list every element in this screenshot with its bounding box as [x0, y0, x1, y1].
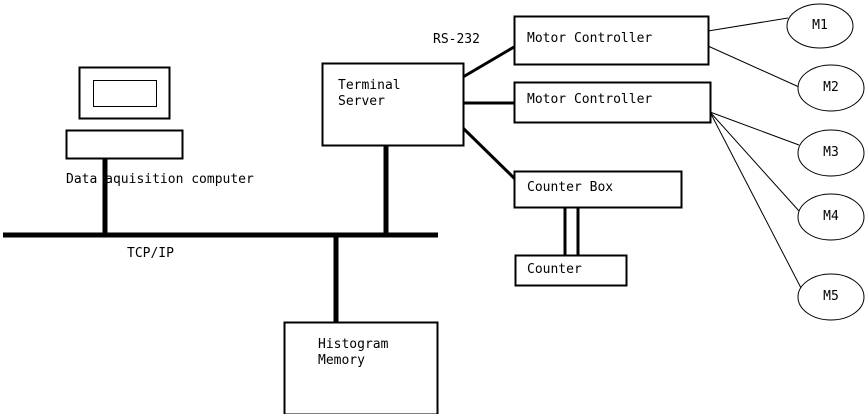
- motor-m2-ellipse: [797, 64, 865, 112]
- motor-controller-1-box: [513, 15, 710, 66]
- controller2-to-m3: [709, 111, 800, 146]
- motor-m3-label: M3: [823, 145, 839, 160]
- motor-m2-label: M2: [823, 80, 839, 95]
- counter-box-box: [513, 170, 683, 209]
- counter-box: [514, 254, 628, 287]
- motor-m5-label: M5: [823, 289, 839, 304]
- motor-controller-1-label: Motor Controller: [527, 31, 653, 46]
- data-acquisition-computer-label: Data aquisition computer: [66, 172, 254, 187]
- histogram-memory-label: Histogram Memory: [318, 337, 389, 368]
- controller2-to-m5: [709, 111, 802, 289]
- motor-m4-label: M4: [823, 209, 839, 224]
- motor-m1-ellipse: [786, 3, 854, 49]
- histogram-memory-box: [283, 321, 439, 414]
- computer-base-box: [65, 129, 184, 160]
- motor-m3-ellipse: [797, 129, 865, 177]
- motor-controller-2-label: Motor Controller: [527, 92, 653, 107]
- controller2-to-m4: [709, 111, 800, 212]
- terminal-server-box: [321, 62, 465, 147]
- motor-controller-2-box: [513, 81, 712, 124]
- counter-box-label: Counter Box: [527, 180, 614, 195]
- counter-label: Counter: [527, 262, 582, 277]
- terminal-to-controller-1: [462, 45, 515, 79]
- motor-m1-label: M1: [812, 18, 828, 33]
- controller1-to-m1: [707, 17, 789, 32]
- tcpip-label: TCP/IP: [127, 246, 174, 261]
- monitor-screen-box: [93, 80, 157, 107]
- terminal-server-label: Terminal Server: [338, 78, 401, 109]
- rs232-label: RS-232: [433, 32, 480, 47]
- controller1-to-m2: [707, 45, 800, 88]
- motor-m4-ellipse: [797, 193, 865, 241]
- terminal-to-counter-box: [461, 126, 518, 182]
- motor-m5-ellipse: [797, 273, 865, 321]
